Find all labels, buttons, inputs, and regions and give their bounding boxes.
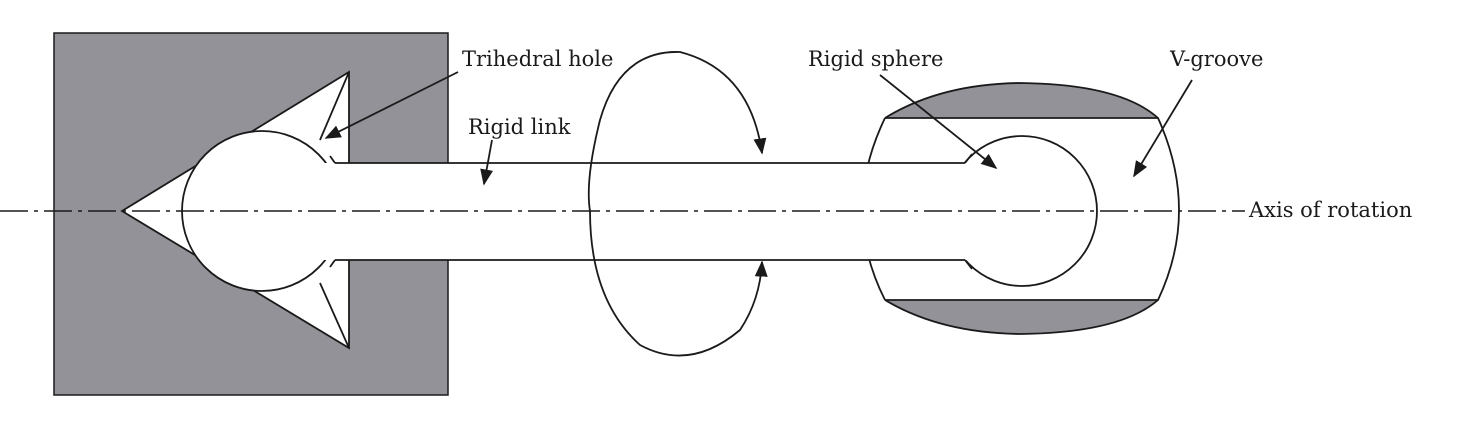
link-left-bottom-join	[329, 259, 336, 268]
v-groove-bottom-fill	[885, 300, 1183, 334]
label-rigid-link: Rigid link	[468, 115, 571, 139]
v-groove-outline	[884, 82, 1180, 335]
rotation-arc-top	[587, 51, 767, 212]
link-right-top-join	[964, 153, 973, 164]
rotation-indicator	[587, 51, 768, 357]
label-v-groove: V-groove	[1169, 47, 1263, 71]
v-groove-leader	[1133, 79, 1193, 178]
label-rigid-sphere: Rigid sphere	[808, 47, 943, 71]
link-left-top-join	[329, 155, 336, 164]
rigid-link-leader	[480, 139, 493, 186]
trihedral-hole-leader	[324, 71, 459, 139]
label-trihedral-hole: Trihedral hole	[462, 47, 613, 71]
link-right-bottom-join	[964, 259, 973, 270]
leader-arrows	[324, 71, 1193, 186]
v-groove-top-fill	[885, 83, 1183, 118]
rotation-arc-bottom	[589, 210, 768, 357]
trihedral-facet-lower	[319, 282, 350, 349]
label-axis-of-rotation: Axis of rotation	[1248, 198, 1412, 222]
rigid-sphere-leader	[879, 74, 998, 170]
